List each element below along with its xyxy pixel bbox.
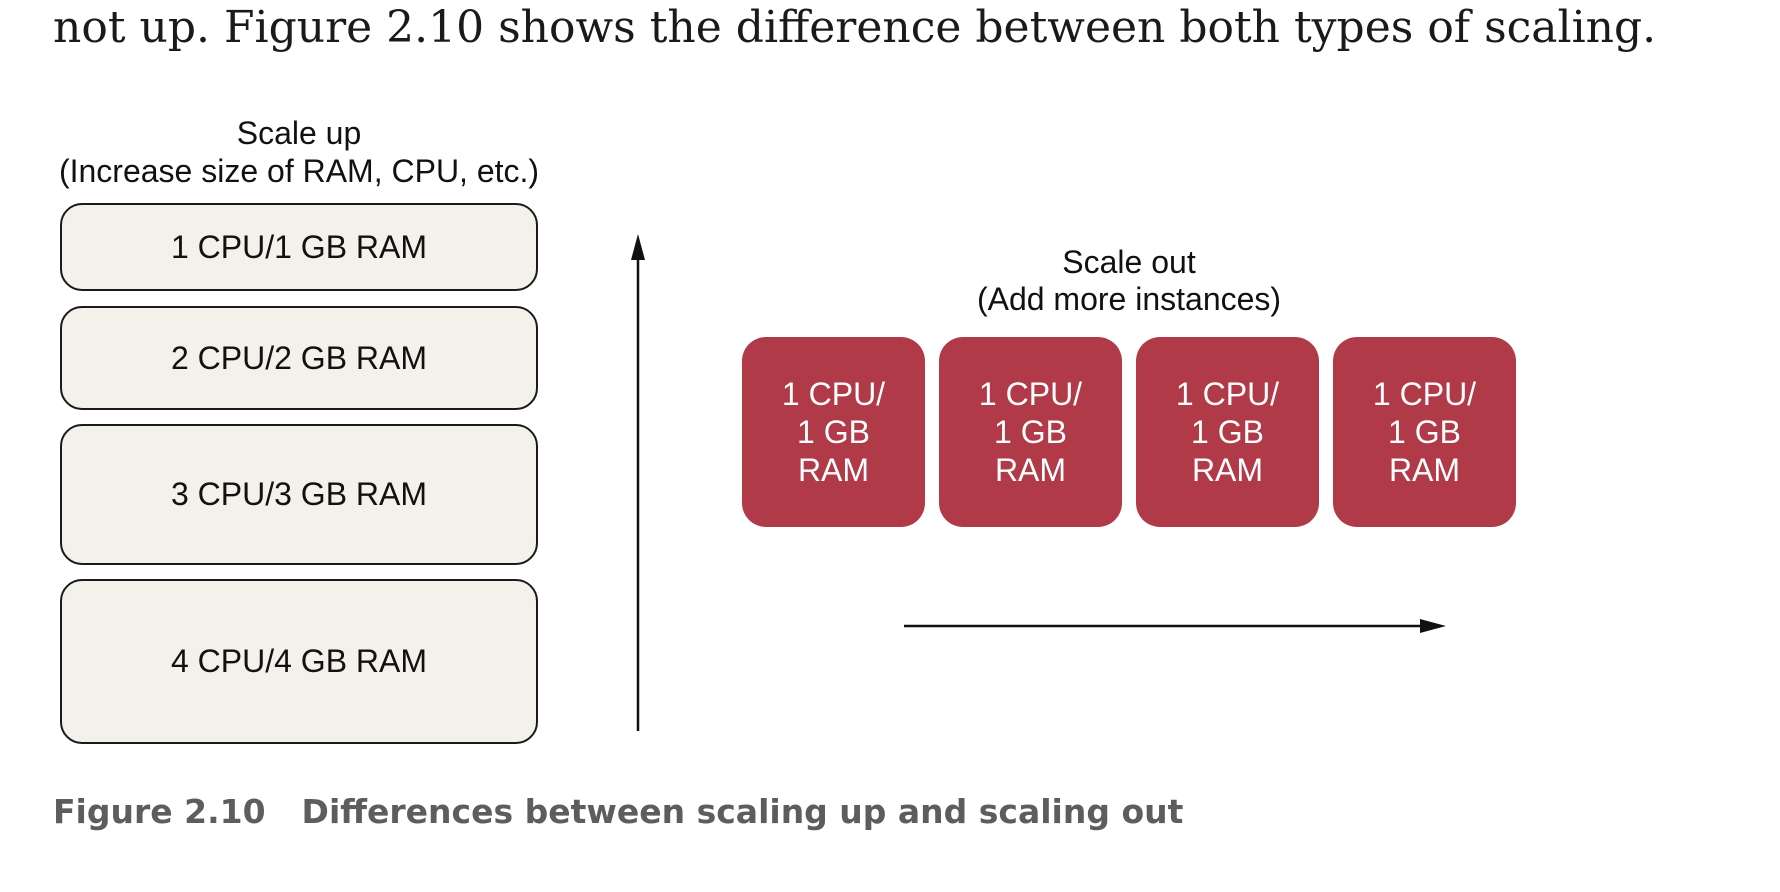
scale-out-box-3: 1 CPU/ 1 GB RAM [1136, 337, 1319, 527]
scale-up-box-2: 2 CPU/2 GB RAM [60, 306, 538, 410]
scale-out-box-1: 1 CPU/ 1 GB RAM [742, 337, 925, 527]
body-text: not up. Figure 2.10 shows the difference… [53, 2, 1657, 53]
scale-out-box-4: 1 CPU/ 1 GB RAM [1333, 337, 1516, 527]
scale-out-title: Scale out [1062, 244, 1196, 280]
scale-up-box-1: 1 CPU/1 GB RAM [60, 203, 538, 291]
scale-out-subtitle: (Add more instances) [976, 281, 1282, 317]
horizontal-arrow [904, 619, 1446, 633]
scale-out-box-2: 1 CPU/ 1 GB RAM [939, 337, 1122, 527]
scale-up-subtitle: (Increase size of RAM, CPU, etc.) [58, 153, 540, 189]
scale-up-box-4: 4 CPU/4 GB RAM [60, 579, 538, 744]
figure-number: Figure 2.10 [53, 792, 266, 831]
figure-caption-text: Differences between scaling up and scali… [301, 792, 1184, 831]
scale-up-title: Scale up [236, 115, 362, 151]
vertical-arrow [631, 234, 645, 731]
scale-up-box-3: 3 CPU/3 GB RAM [60, 424, 538, 565]
figure-caption: Figure 2.10 Differences between scaling u… [53, 792, 1183, 832]
